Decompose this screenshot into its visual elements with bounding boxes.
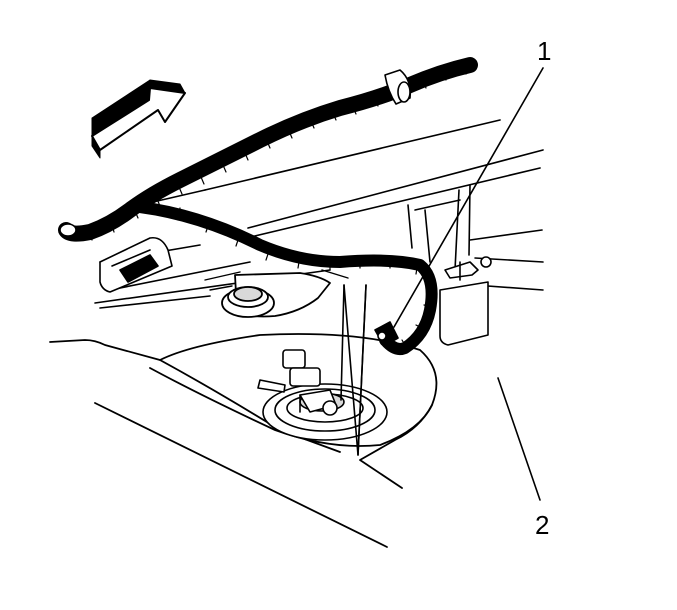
callout-2-label: 2 — [535, 510, 550, 540]
right-bracket-box — [439, 256, 492, 346]
front-direction-arrow-icon — [91, 79, 186, 159]
harness-connectors — [59, 69, 412, 347]
crossmember-bracket — [99, 236, 173, 293]
callout-leader-lines — [340, 67, 544, 501]
tank-strap-lines — [204, 269, 349, 291]
fuel-tank — [49, 272, 438, 548]
callout-1-label: 1 — [537, 36, 552, 66]
harness-tape-wraps — [89, 59, 467, 351]
